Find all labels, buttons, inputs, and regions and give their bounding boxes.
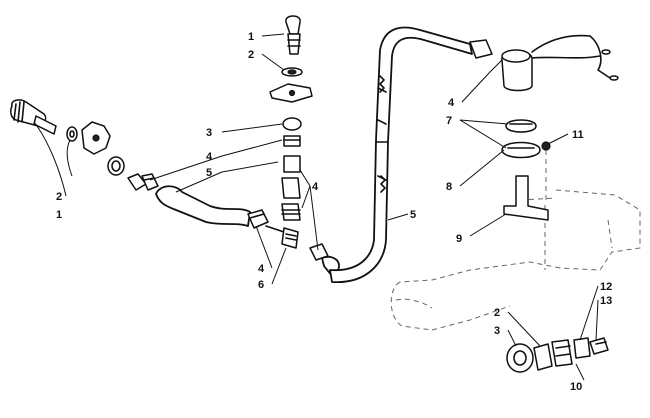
callout-13: 13 — [600, 295, 612, 307]
lower-right-fitting — [506, 337, 609, 373]
callout-5-left-hose: 5 — [206, 167, 212, 179]
callout-5-main-hose: 5 — [410, 209, 416, 221]
callout-1-left: 1 — [56, 209, 62, 221]
left-hose-assembly — [107, 156, 269, 229]
callout-1-top: 1 — [248, 31, 254, 43]
callout-7: 7 — [446, 115, 452, 127]
callout-6: 6 — [258, 279, 264, 291]
main-fuel-hose — [329, 26, 473, 283]
callout-12: 12 — [600, 281, 612, 293]
callout-2-top: 2 — [248, 49, 254, 61]
callout-2-left: 2 — [56, 191, 62, 203]
fuel-pump-assembly — [469, 34, 619, 92]
callout-4-lower: 4 — [258, 263, 265, 275]
callout-4-center: 4 — [206, 151, 213, 163]
callout-9: 9 — [456, 233, 462, 245]
callout-2-inset: 2 — [494, 307, 500, 319]
callout-10: 10 — [570, 381, 582, 393]
left-plug-assembly — [10, 99, 111, 155]
center-fitting-stack — [269, 15, 313, 221]
callout-11: 11 — [572, 129, 584, 141]
callout-8: 8 — [446, 181, 452, 193]
callouts: 1 2 3 4 5 4 4 6 2 1 4 7 11 8 5 9 12 13 2… — [56, 31, 612, 393]
callout-4-pump: 4 — [448, 97, 455, 109]
callout-3-center: 3 — [206, 127, 212, 139]
check-valve-assembly — [265, 225, 340, 277]
mounting-hardware — [501, 119, 551, 221]
callout-3-inset: 3 — [494, 325, 500, 337]
callout-4-right-group: 4 — [312, 181, 319, 193]
leader-lines — [33, 33, 599, 381]
